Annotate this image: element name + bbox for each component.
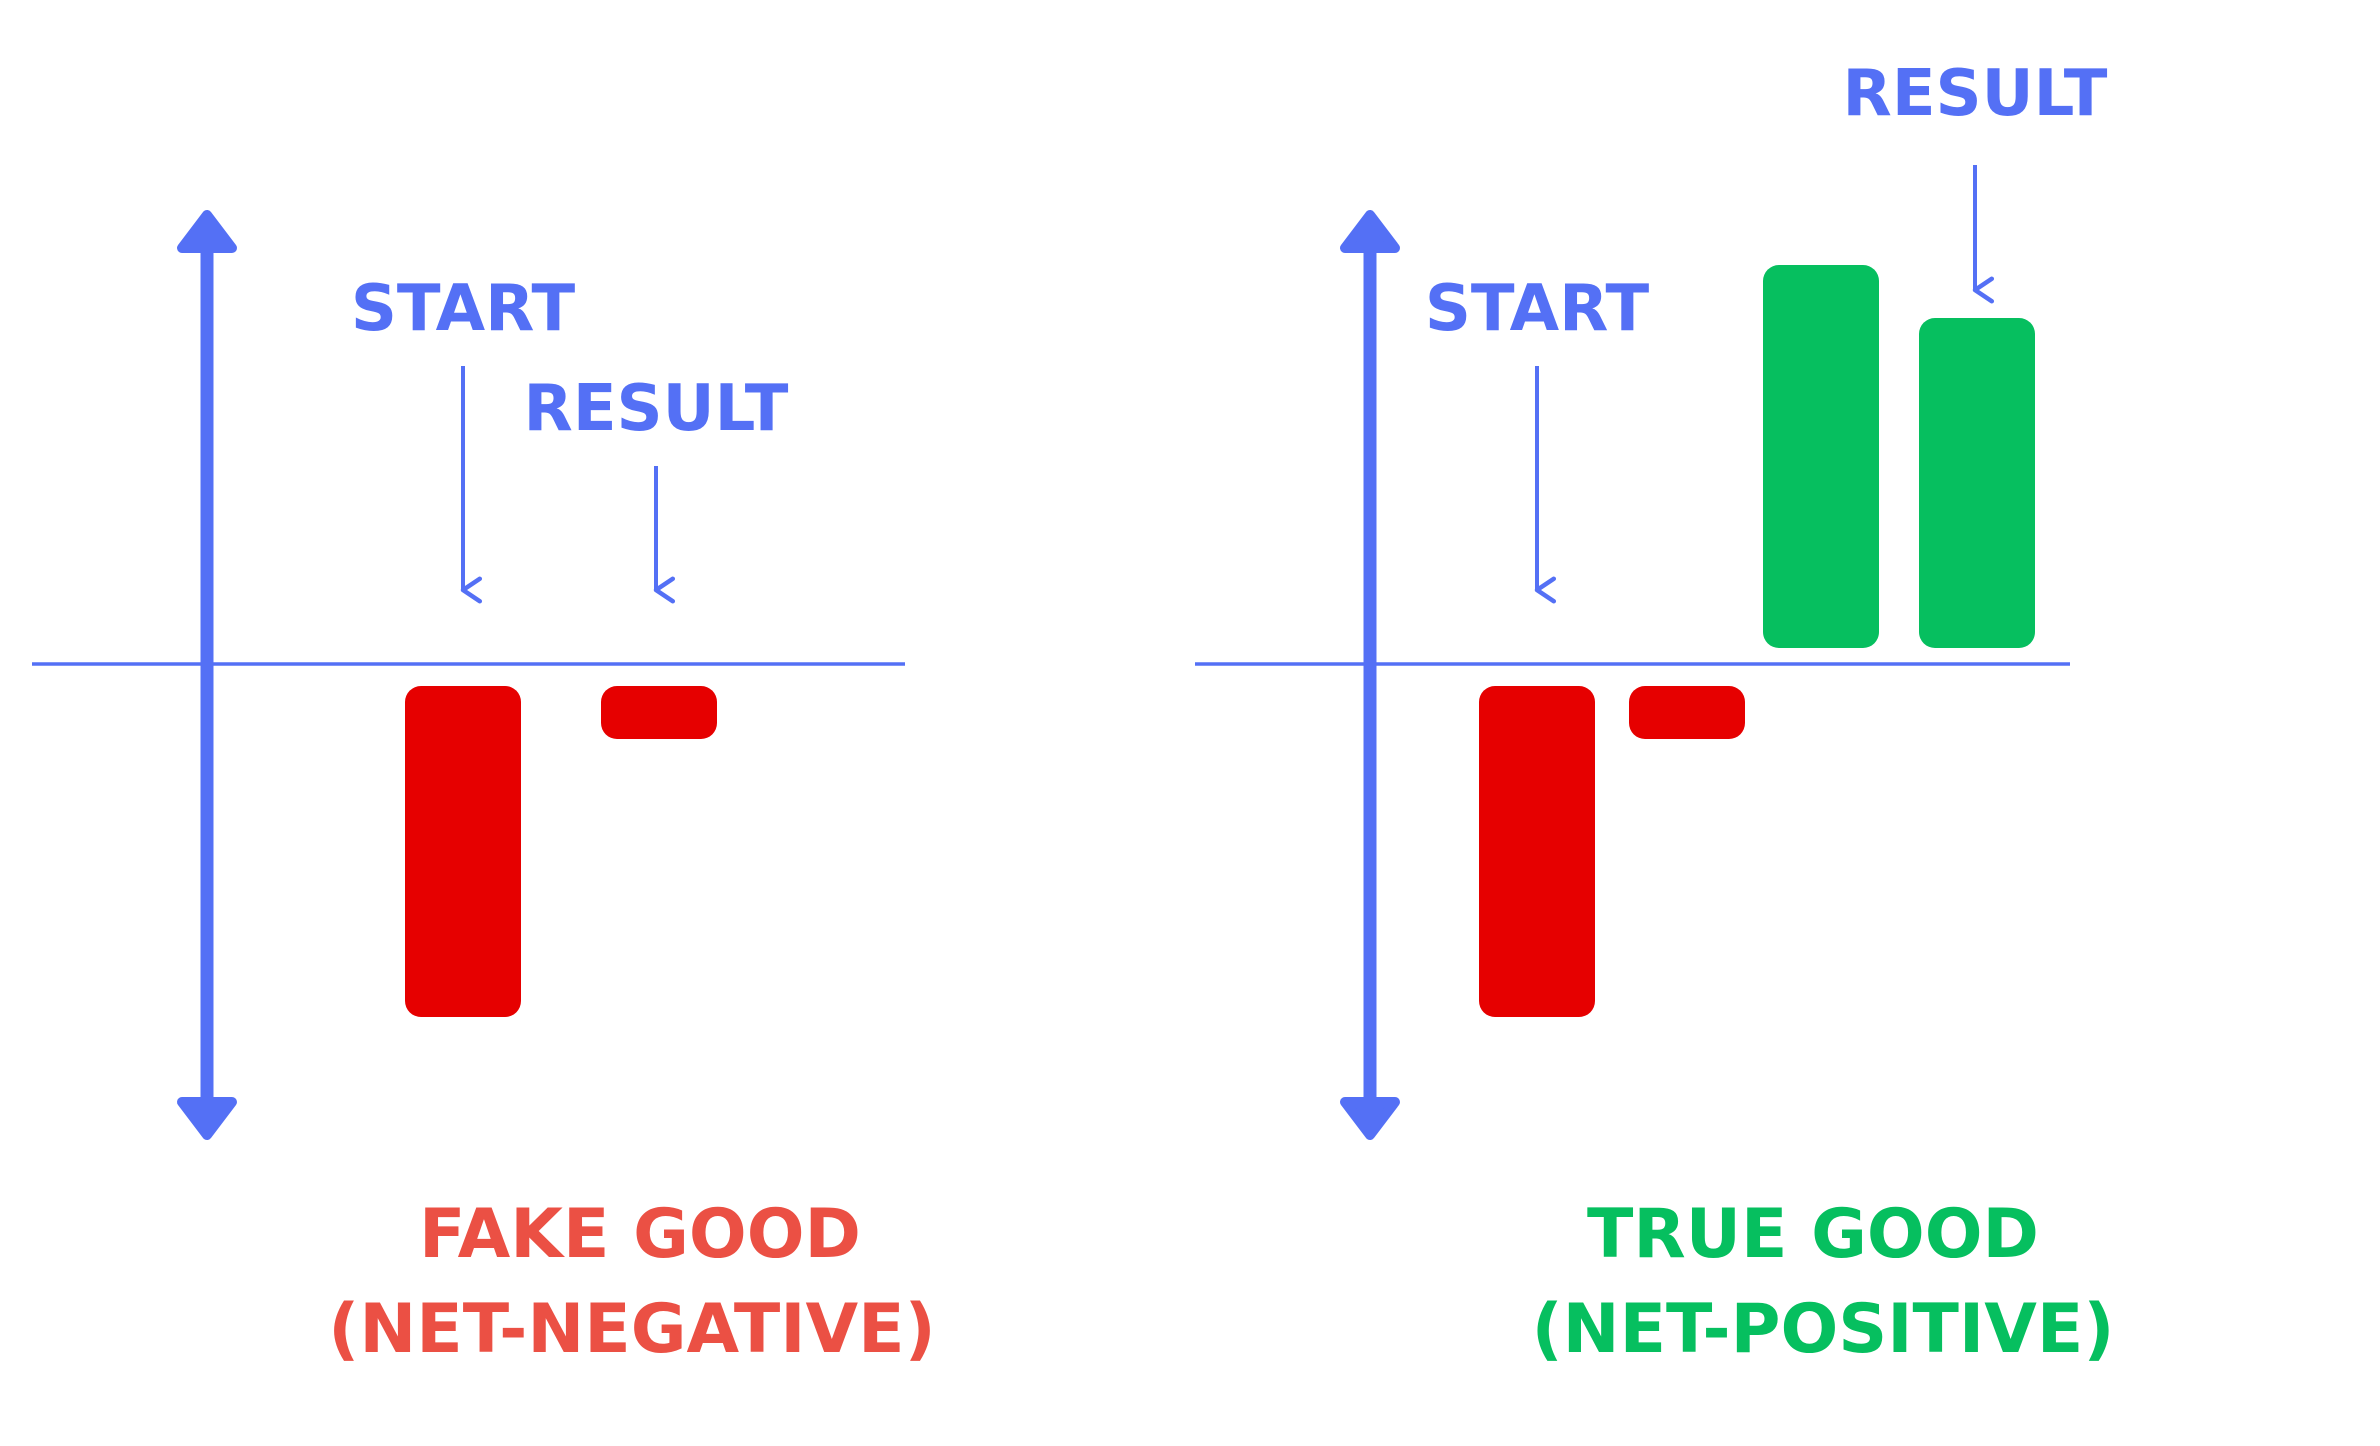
offset-bar-negative (1629, 686, 1745, 739)
caption-title: FAKE GOOD (419, 1195, 861, 1274)
start-bar-negative (405, 686, 521, 1017)
result-bar-positive (1919, 318, 2035, 648)
panel-fake-good: START RESULT FAKE GOOD (NET-NEGATIVE) (32, 210, 936, 1369)
vertical-axis-arrow (1340, 210, 1400, 1140)
start-label: START (1425, 272, 1650, 346)
gain-bar-positive (1763, 265, 1879, 648)
result-label: RESULT (524, 372, 789, 446)
caption-subtitle: (NET-NEGATIVE) (328, 1290, 935, 1369)
result-bar-negative (601, 686, 717, 739)
caption-subtitle: (NET-POSITIVE) (1532, 1290, 2115, 1369)
vertical-axis-arrow (177, 210, 237, 1140)
start-bar-negative (1479, 686, 1595, 1017)
panel-true-good: START RESULT TRUE GOOD (NET-POSITIVE) (1195, 57, 2114, 1369)
result-label: RESULT (1843, 57, 2108, 131)
start-label: START (351, 272, 576, 346)
caption-title: TRUE GOOD (1587, 1195, 2039, 1274)
